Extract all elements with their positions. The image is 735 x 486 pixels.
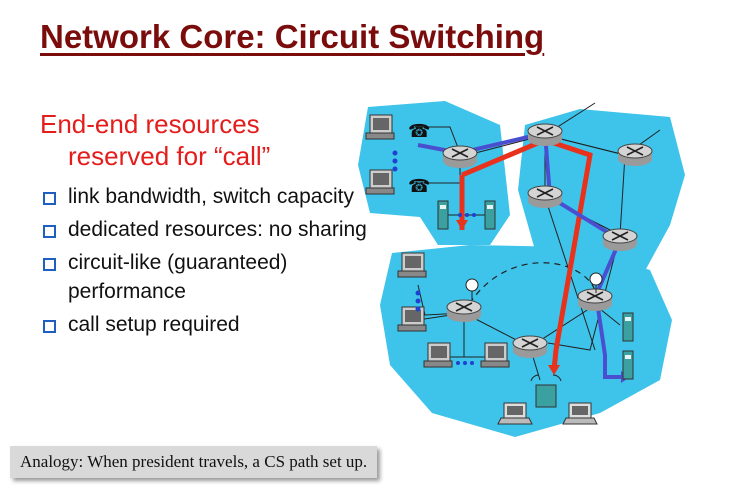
server-icon xyxy=(622,350,634,380)
network-diagram: ☎ ☎ xyxy=(358,101,685,437)
bullet-list: link bandwidth, switch capacity dedicate… xyxy=(40,182,370,343)
computer-icon xyxy=(397,306,427,332)
computer-icon xyxy=(365,169,395,195)
computer-icon xyxy=(423,342,453,368)
heading: End-end resources reserved for “call” xyxy=(40,108,360,172)
router-icon xyxy=(527,185,563,209)
telephone-icon: ☎ xyxy=(408,176,430,196)
server-icon xyxy=(437,200,449,230)
router-icon xyxy=(617,143,653,167)
computer-icon xyxy=(397,252,427,278)
router-icon xyxy=(602,228,638,252)
bullet-text: link bandwidth, switch capacity xyxy=(68,185,354,208)
slide-title: Network Core: Circuit Switching xyxy=(40,18,545,55)
bullet-text: circuit-like (guaranteed) performance xyxy=(68,251,288,303)
bullet-item: circuit-like (guaranteed) performance xyxy=(40,248,370,306)
router-icon xyxy=(577,288,613,312)
router-icon xyxy=(527,123,563,147)
heading-line-1: End-end resources xyxy=(40,109,260,139)
analogy-note: Analogy: When president travels, a CS pa… xyxy=(10,446,378,478)
router-icon xyxy=(442,145,478,169)
server-icon xyxy=(622,312,634,342)
telephone-icon: ☎ xyxy=(408,121,430,141)
bullet-text: call setup required xyxy=(68,313,240,336)
router-icon xyxy=(512,335,548,359)
bullet-item: call setup required xyxy=(40,310,370,339)
bullet-box-icon xyxy=(43,192,56,205)
computer-icon xyxy=(480,342,510,368)
network-cloud-left xyxy=(358,101,510,245)
computer-icon xyxy=(365,114,395,140)
bullet-text: dedicated resources: no sharing xyxy=(68,218,367,241)
satellite-dish-icon xyxy=(589,272,603,293)
server-icon xyxy=(484,200,496,230)
bullet-item: dedicated resources: no sharing xyxy=(40,215,370,244)
bullet-box-icon xyxy=(43,320,56,333)
bullet-item: link bandwidth, switch capacity xyxy=(40,182,370,211)
satellite-dish-icon xyxy=(465,278,479,300)
heading-line-2: reserved for “call” xyxy=(68,141,271,171)
router-icon xyxy=(446,299,482,323)
wireless-access-point-icon xyxy=(530,374,562,408)
bullet-box-icon xyxy=(43,258,56,271)
bullet-box-icon xyxy=(43,225,56,238)
